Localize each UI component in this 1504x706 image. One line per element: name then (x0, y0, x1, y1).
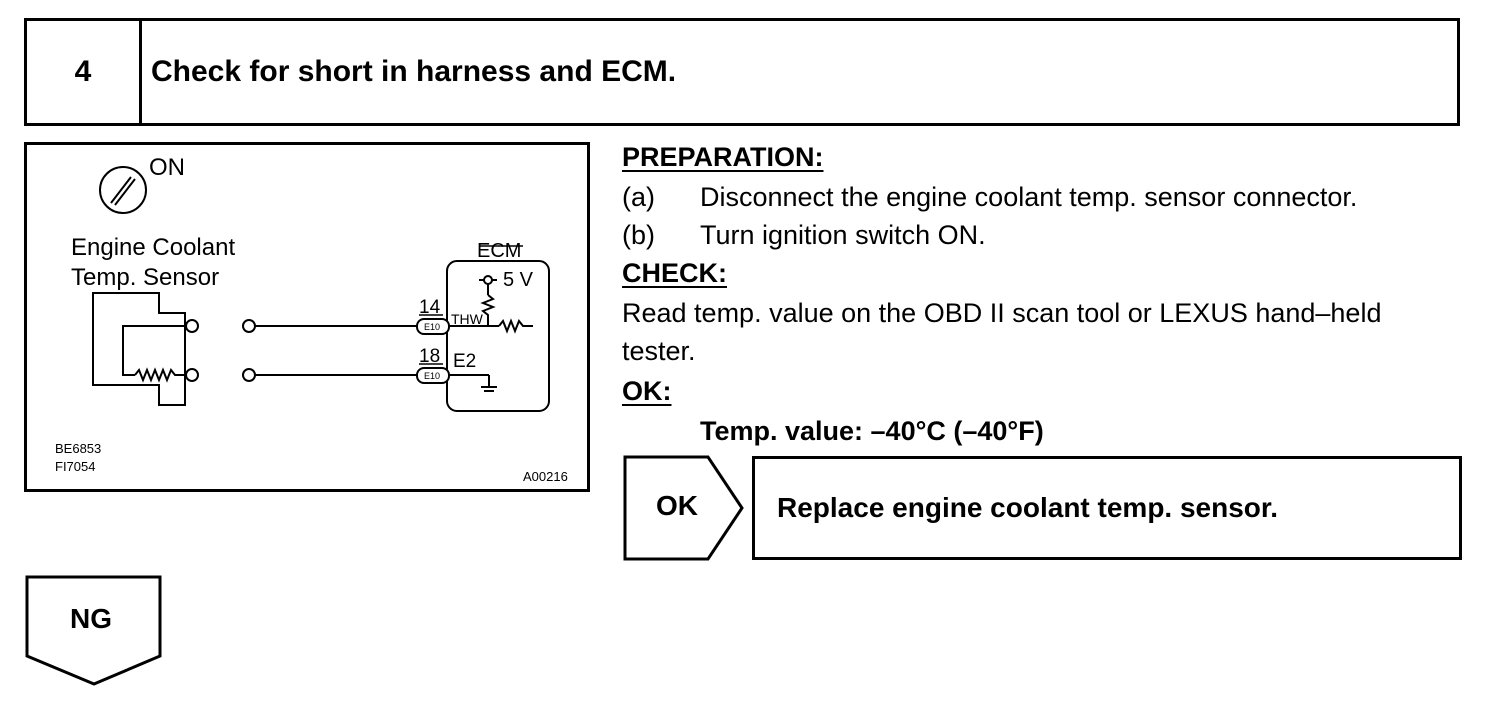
sensor-terminal-2 (185, 368, 199, 382)
ref-code-1: BE6853 (55, 441, 101, 456)
sensor-terminal-1 (185, 319, 199, 333)
ref-code-2: FI7054 (55, 459, 95, 474)
sensor-resistor (134, 367, 187, 383)
figure-id: A00216 (523, 469, 568, 484)
ok-result-action: Replace engine coolant temp. sensor. (777, 492, 1279, 523)
ecm-box (446, 260, 550, 412)
check-heading: CHECK: (622, 258, 727, 288)
ok-result-box: Replace engine coolant temp. sensor. (752, 456, 1462, 560)
voltage-label: 5 V (503, 269, 534, 291)
ok-criteria-heading: OK: (622, 376, 672, 406)
ng-arrow (25, 575, 162, 686)
ng-arrow-label: NG (70, 603, 112, 634)
step-divider (139, 21, 142, 123)
ok-arrow-label: OK (656, 490, 698, 521)
prep-item-a-text: Disconnect the engine coolant temp. sens… (700, 182, 1358, 212)
wiring-diagram-drawing: ON Engine Coolant Temp. Sensor ECM 5 V 1… (55, 154, 568, 484)
prep-item-b-text: Turn ignition switch ON. (700, 220, 986, 250)
pin1-signal: THW (451, 311, 484, 327)
sensor-label-line1: Engine Coolant (71, 234, 235, 261)
ok-criteria-value: Temp. value: –40°C (–40°F) (700, 416, 1044, 446)
sensor-housing (92, 292, 186, 406)
preparation-heading: PREPARATION: (622, 142, 824, 172)
ignition-switch-icon (99, 166, 147, 214)
pin2-number: 18 (419, 346, 440, 367)
pin1-number: 14 (419, 297, 441, 318)
pin2-signal: E2 (453, 351, 476, 372)
check-text-line1: Read temp. value on the OBD II scan tool… (622, 298, 1382, 328)
ok-arrow (623, 455, 744, 561)
pullup-resistor (480, 294, 496, 326)
harness-terminal-1 (242, 319, 256, 333)
step-title: Check for short in harness and ECM. (151, 55, 677, 88)
sensor-label-line2: Temp. Sensor (71, 264, 219, 291)
connector-label-1: E10 (424, 322, 440, 332)
step-number: 4 (74, 55, 92, 88)
harness-terminal-2 (242, 368, 256, 382)
ecm-label: ECM (477, 240, 521, 262)
prep-item-b-marker: (b) (622, 220, 655, 250)
connector-label-2: E10 (424, 371, 440, 381)
step-header: 4 Check for short in harness and ECM. (24, 18, 1460, 126)
switch-label: ON (149, 154, 185, 181)
prep-item-a-marker: (a) (622, 182, 655, 212)
check-text-line2: tester. (622, 336, 696, 366)
wiring-diagram: ON Engine Coolant Temp. Sensor ECM 5 V 1… (24, 142, 590, 492)
